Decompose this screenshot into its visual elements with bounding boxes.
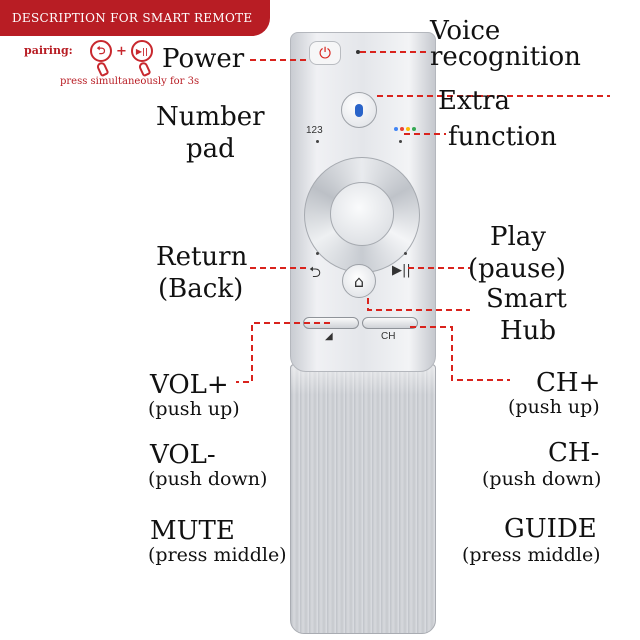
- smart-hub-button[interactable]: ⌂: [342, 264, 376, 298]
- number-pad-button[interactable]: 123: [306, 125, 323, 136]
- volume-rocker[interactable]: [303, 317, 359, 329]
- label-power: Power: [162, 44, 245, 74]
- label-guide-sub: (press middle): [462, 544, 601, 566]
- color-dot-red: [400, 127, 404, 131]
- label-play-2: (pause): [468, 254, 566, 284]
- pairing-note: press simultaneously for 3s: [60, 76, 200, 87]
- label-voice-1: Voice: [430, 16, 501, 46]
- finger-icon: [137, 60, 152, 78]
- label-ch-plus: CH+: [536, 368, 601, 398]
- label-ch-plus-sub: (push up): [508, 396, 600, 418]
- label-number-1: Number: [156, 102, 265, 132]
- label-extra: Extra: [438, 86, 511, 116]
- label-vol-minus: VOL-: [150, 440, 216, 470]
- label-vol-plus: VOL+: [150, 370, 229, 400]
- pairing-play-icon: ▶||: [130, 40, 153, 62]
- return-button[interactable]: ⮌: [309, 263, 322, 281]
- channel-rocker[interactable]: [362, 317, 418, 329]
- label-vol-plus-sub: (push up): [148, 398, 240, 420]
- microphone-icon: [355, 103, 363, 117]
- label-smart-2: Hub: [500, 316, 557, 346]
- voice-button[interactable]: [341, 92, 377, 128]
- label-function: function: [448, 122, 557, 152]
- description-banner: DESCRIPTION FOR SMART REMOTE: [0, 0, 270, 36]
- indicator-dot: [356, 50, 360, 54]
- extra-function-button[interactable]: [394, 127, 416, 131]
- pairing-label: pairing:: [24, 44, 73, 57]
- label-ch-minus: CH-: [548, 438, 600, 468]
- volume-icon: ◢: [325, 331, 333, 342]
- power-button[interactable]: ⏻: [309, 41, 341, 65]
- select-button[interactable]: [330, 182, 394, 246]
- label-play-1: Play: [490, 222, 546, 252]
- color-dot-blue: [394, 127, 398, 131]
- color-dot-yellow: [406, 127, 410, 131]
- label-mute-sub: (press middle): [148, 544, 287, 566]
- label-mute: MUTE: [150, 516, 235, 546]
- play-dot: [404, 252, 407, 255]
- extra-function-dot: [399, 140, 402, 143]
- label-return-2: (Back): [158, 274, 244, 304]
- channel-label: CH: [381, 331, 396, 342]
- number-pad-dot: [316, 140, 319, 143]
- return-dot: [316, 252, 319, 255]
- label-voice-2: recognition: [430, 42, 581, 72]
- color-dot-green: [412, 127, 416, 131]
- pairing-back-icon: ⮌: [90, 40, 112, 62]
- pairing-plus: +: [116, 43, 127, 59]
- label-smart-1: Smart: [486, 284, 567, 314]
- remote-lower-body: [290, 364, 436, 634]
- label-ch-minus-sub: (push down): [482, 468, 602, 490]
- label-number-2: pad: [186, 134, 235, 164]
- play-pause-button[interactable]: ▶||: [392, 263, 411, 278]
- label-vol-minus-sub: (push down): [148, 468, 268, 490]
- finger-icon: [95, 60, 110, 78]
- pairing-combo: ⮌ + ▶||: [90, 40, 153, 62]
- label-return-1: Return: [156, 242, 248, 272]
- label-guide: GUIDE: [504, 514, 597, 544]
